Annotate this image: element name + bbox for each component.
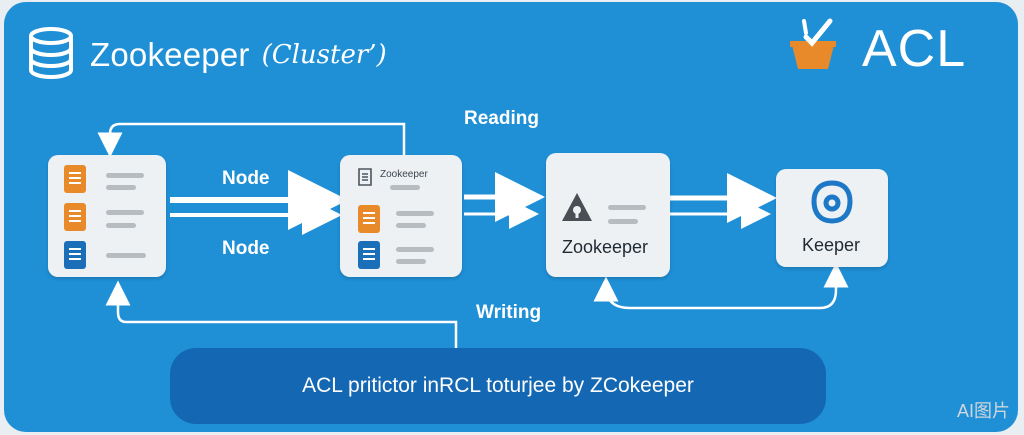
text-line (396, 247, 434, 252)
text-line (396, 211, 434, 216)
diagram-subtitle: (Cluster’) (261, 40, 387, 70)
acl-label: ACL (862, 20, 967, 78)
node-label-bottom: Node (222, 238, 270, 259)
basket-check-icon (784, 17, 842, 82)
text-line (106, 253, 146, 258)
caption-banner: ACL pritictor inRCL toturjee by ZCokeepe… (170, 348, 826, 424)
watermark: AI图片 (956, 401, 1010, 421)
document-icon (64, 165, 86, 193)
text-line (106, 210, 144, 215)
lock-card-label: Zookeeper (562, 237, 649, 257)
database-icon (26, 26, 76, 85)
zookeeper-acl-card: Zookeeper (546, 153, 670, 277)
text-line (106, 173, 144, 178)
text-line (608, 205, 646, 210)
lock-icon (560, 191, 594, 232)
text-line (106, 223, 136, 228)
writing-label: Writing (476, 302, 542, 323)
acl-header: ACL (784, 14, 966, 84)
node-label-top: Node (222, 168, 270, 189)
text-line (390, 185, 420, 190)
document-icon (358, 241, 380, 269)
title-row: Zookeeper (Cluster’) (26, 20, 387, 90)
caption-text: ACL pritictor inRCL toturjee by ZCokeepe… (302, 374, 694, 397)
client-card (48, 155, 166, 277)
diagram-title: Zookeeper (90, 36, 250, 73)
zookeeper-node-card: Zookeeper (340, 155, 462, 277)
keeper-card: Keeper (776, 169, 888, 267)
document-icon (64, 203, 86, 231)
middle-card-label: Zookeeper (380, 169, 428, 180)
reading-label: Reading (464, 108, 539, 129)
document-icon (356, 167, 374, 192)
text-line (396, 223, 426, 228)
document-icon (64, 241, 86, 269)
keeper-card-label: Keeper (802, 235, 861, 255)
keeper-ring-icon (808, 179, 856, 232)
document-icon (358, 205, 380, 233)
text-line (106, 185, 136, 190)
text-line (396, 259, 426, 264)
text-line (608, 219, 638, 224)
